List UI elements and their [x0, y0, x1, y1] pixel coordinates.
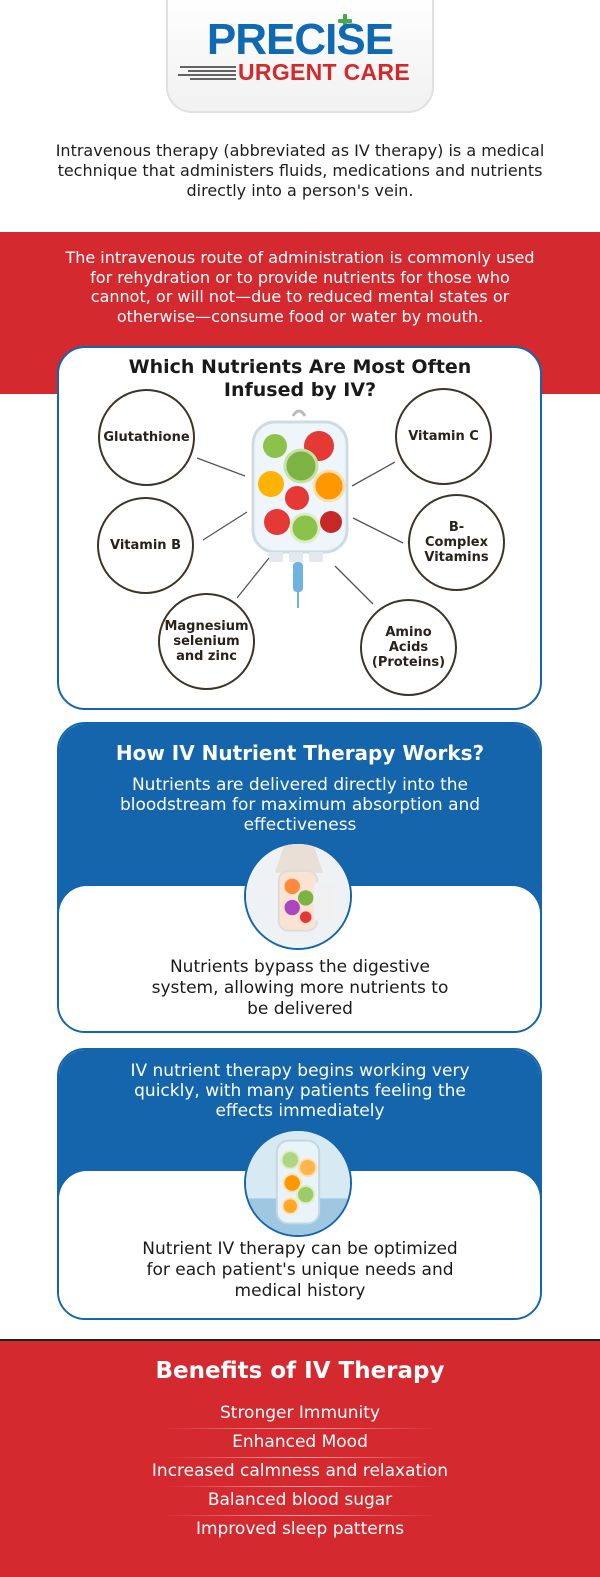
benefit-item: Balanced blood sugar	[207, 1490, 393, 1510]
connector-line	[236, 557, 270, 599]
logo: PRECISE URGENT CARE	[166, 0, 434, 113]
nutrient-glutathione: Glutathione	[98, 389, 195, 486]
speed-lines-icon	[178, 66, 236, 80]
benefit-divider	[165, 1457, 435, 1458]
nutrients-title: Which Nutrients Are Most Often Infused b…	[128, 356, 472, 401]
benefit-divider	[165, 1486, 435, 1487]
nutrient-b-complex: B-Complex Vitamins	[408, 494, 505, 591]
benefit-item: Stronger Immunity	[219, 1403, 381, 1423]
medical-cross-icon	[338, 14, 352, 28]
intro-text: Intravenous therapy (abbreviated as IV t…	[55, 141, 545, 200]
nutrient-vitamin-b: Vitamin B	[97, 497, 194, 594]
how-it-works-title: How IV Nutrient Therapy Works?	[115, 741, 485, 765]
benefit-divider	[165, 1428, 435, 1429]
red-band-text: The intravenous route of administration …	[65, 248, 535, 326]
fruit-infusion-photo-icon	[246, 1131, 350, 1235]
nutrient-amino-acids: Amino Acids (Proteins)	[360, 599, 457, 696]
benefit-item: Enhanced Mood	[232, 1432, 368, 1452]
logo-word-precise: PRECISE	[206, 15, 394, 64]
nutrient-vitamin-c: Vitamin C	[395, 388, 492, 485]
iv-bag-illustration	[196, 409, 404, 608]
iv-bag-photo-icon	[246, 844, 350, 948]
connector-line	[196, 457, 246, 477]
fruit-slices-icon	[258, 431, 346, 544]
benefits-section	[0, 1339, 600, 1577]
connector-line	[351, 461, 396, 487]
quick-effect-blue-text: IV nutrient therapy begins working very …	[130, 1061, 470, 1121]
nutrient-magnesium: Magnesium selenium and zinc	[158, 593, 255, 690]
connector-line	[334, 565, 374, 605]
connector-line	[202, 511, 248, 541]
iv-bag-photo	[244, 842, 352, 950]
benefit-item: Improved sleep patterns	[195, 1519, 405, 1539]
connector-line	[352, 517, 404, 544]
how-it-works-blue-text: Nutrients are delivered directly into th…	[119, 775, 481, 835]
quick-effect-white-text: Nutrient IV therapy can be optimized for…	[142, 1239, 458, 1301]
benefit-item: Increased calmness and relaxation	[151, 1461, 449, 1481]
fruit-infusion-photo	[244, 1129, 352, 1237]
how-it-works-white-text: Nutrients bypass the digestive system, a…	[151, 957, 449, 1019]
logo-word-urgent-care: URGENT CARE	[238, 59, 410, 85]
iv-dropper	[293, 562, 303, 592]
benefits-title: Benefits of IV Therapy	[155, 1358, 445, 1384]
benefit-divider	[165, 1515, 435, 1516]
